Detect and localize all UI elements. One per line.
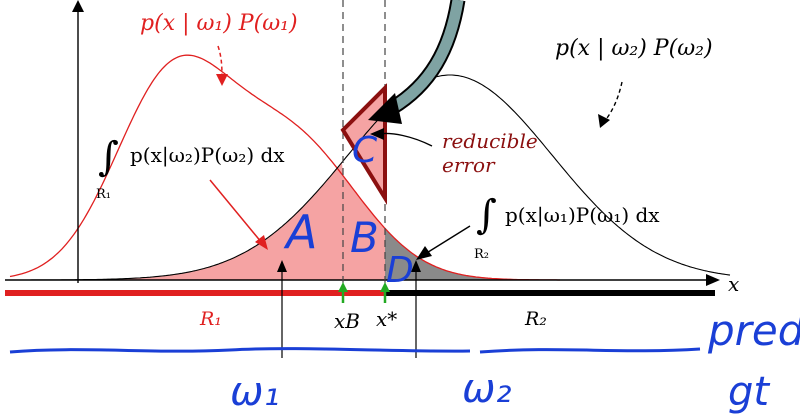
region2-bar [385, 290, 715, 296]
class2-posterior-curve [20, 74, 731, 281]
integral-r2-arrowhead [416, 246, 432, 260]
class1-posterior-label: p(x | ω₁) P(ω₁) [140, 11, 298, 36]
reducible-error-label-line1: reducible [442, 129, 538, 153]
annotation-b: B [350, 213, 379, 262]
annotation-omega1: ω₁ [230, 369, 280, 415]
integral-r2-arrow [424, 225, 471, 255]
omega2-pointer-arrowhead [411, 260, 421, 272]
integral-r2-subscript: R₂ [474, 247, 489, 262]
omega2-brace-line [479, 347, 701, 354]
error-region-a-fill [20, 162, 385, 280]
handwritten-annotations: A B C D ω₁ ω₂ pred gt [9, 130, 800, 415]
annotation-d: D [386, 250, 414, 291]
reducible-error-triangle-outline [340, 83, 387, 206]
class1-label-arrowhead [216, 74, 228, 86]
error-region-d-fill [385, 228, 540, 280]
annotation-c: C [352, 130, 378, 171]
x-axis-arrowhead [706, 274, 720, 286]
integral-r2-expression: p(x|ω₁)P(ω₁) dx [505, 203, 660, 228]
class2-label-arrow [603, 81, 623, 123]
integral-r1-arrow [209, 179, 263, 244]
region1-label: R₁ [199, 308, 222, 330]
reducible-error-label-line2: error [442, 153, 496, 177]
omega1-brace-line [9, 347, 471, 354]
class1-posterior-curve [9, 54, 560, 281]
pointer-arrow-head [368, 93, 402, 124]
annotation-a: A [283, 205, 317, 259]
integral-r2-sign: ∫ [476, 192, 497, 238]
reducible-error-arrowhead [370, 128, 384, 140]
integral-r1-sign: ∫ [98, 134, 119, 180]
xb-label-text: xB [334, 309, 360, 333]
y-axis-arrowhead [72, 0, 84, 12]
annotation-pred: pred [707, 306, 800, 355]
omega1-pointer-arrowhead [277, 260, 287, 272]
class2-posterior-label: p(x | ω₂) P(ω₂) [555, 36, 713, 61]
integral-r1-expression: p(x|ω₂)P(ω₂) dx [130, 143, 285, 168]
annotation-gt: gt [728, 369, 770, 415]
region1-bar [5, 290, 385, 296]
xstar-marker-head [380, 282, 390, 292]
region2-label: R₂ [524, 308, 547, 330]
xstar-label: x* [376, 307, 397, 331]
class2-label-arrowhead [598, 114, 610, 128]
pointer-arrow-outline [387, 0, 466, 115]
x-axis-label: x [728, 272, 739, 296]
xb-label: xB [334, 309, 360, 333]
pointer-arrow-body [389, 0, 464, 113]
integral-r1-arrowhead [255, 235, 268, 250]
integral-r1-subscript: R₁ [96, 187, 111, 202]
xb-marker-head [338, 282, 348, 292]
annotation-omega2: ω₂ [462, 366, 512, 412]
